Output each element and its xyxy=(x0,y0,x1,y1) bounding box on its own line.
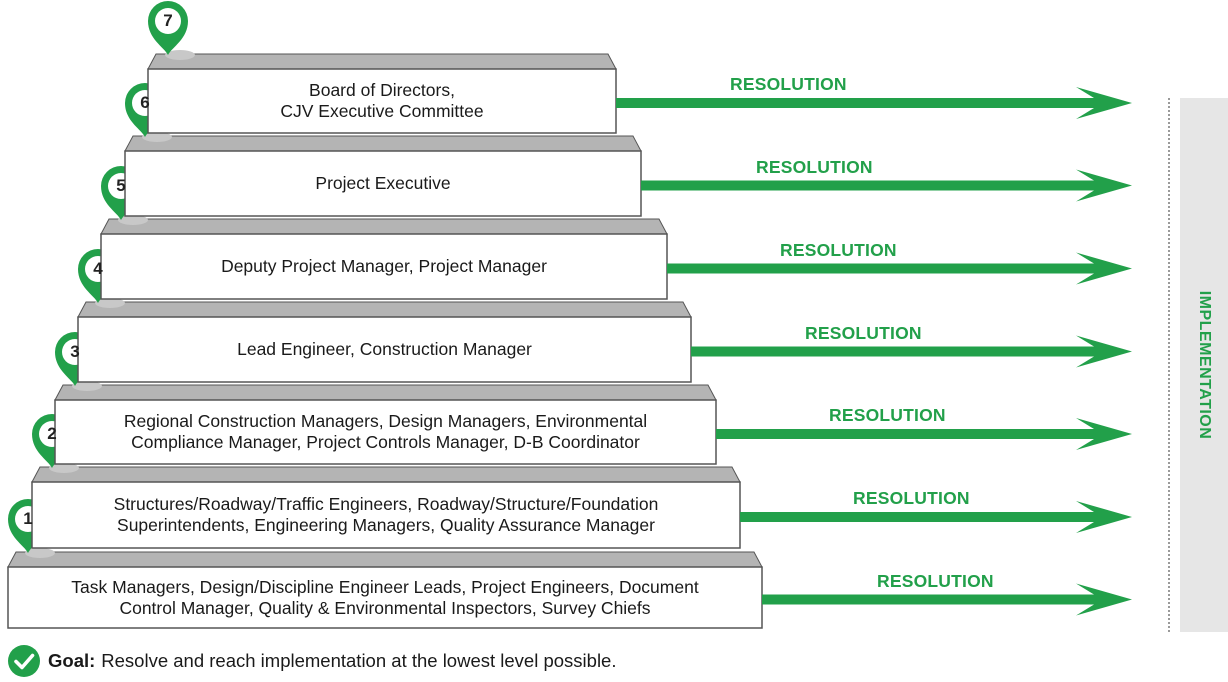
resolution-arrow-3 xyxy=(716,418,1132,450)
step-number-1: 1 xyxy=(23,509,33,528)
step-face-1 xyxy=(7,566,763,629)
pin-shadow-1 xyxy=(25,548,55,558)
step-label-6: Project Executive xyxy=(315,173,451,193)
step-top-2 xyxy=(31,466,741,483)
pin-shadow-2 xyxy=(49,463,79,473)
resolution-label-7: RESOLUTION xyxy=(730,74,847,94)
resolution-label-3: RESOLUTION xyxy=(829,405,946,425)
step-label-4: Lead Engineer, Construction Manager xyxy=(237,339,532,359)
step-face-3 xyxy=(54,399,717,465)
step-number-7: 7 xyxy=(163,11,173,30)
step-number-2: 2 xyxy=(47,424,57,443)
resolution-label-2: RESOLUTION xyxy=(853,488,970,508)
resolution-arrow-1 xyxy=(762,583,1132,616)
resolution-arrow-6 xyxy=(641,169,1132,202)
goal-text: Resolve and reach implementation at the … xyxy=(101,650,617,671)
resolution-arrow-4 xyxy=(691,335,1132,368)
step-top-7 xyxy=(147,53,617,70)
step-number-3: 3 xyxy=(70,342,80,361)
step-top-3 xyxy=(54,384,717,401)
implementation-label: IMPLEMENTATION xyxy=(1196,290,1213,440)
pin-shadow-5 xyxy=(118,215,148,225)
step-top-4 xyxy=(77,301,692,318)
resolution-label-4: RESOLUTION xyxy=(805,322,922,343)
resolution-label-1: RESOLUTION xyxy=(877,570,994,591)
implementation-panel: IMPLEMENTATION xyxy=(1180,98,1228,632)
pin-shadow-4 xyxy=(95,298,125,308)
pin-center-7 xyxy=(155,8,181,34)
step-label-5: Deputy Project Manager, Project Manager xyxy=(221,256,547,276)
resolution-label-6: RESOLUTION xyxy=(756,156,873,177)
step-label-3: Regional Construction Managers, Design M… xyxy=(123,411,648,452)
step-top-5 xyxy=(100,218,668,235)
step-number-4: 4 xyxy=(93,259,103,278)
step-face-5 xyxy=(100,233,668,300)
pin-shadow-6 xyxy=(142,132,172,142)
step-top-6 xyxy=(124,135,642,152)
resolution-arrow-2 xyxy=(740,501,1132,533)
step-face-7 xyxy=(147,68,617,134)
step-number-5: 5 xyxy=(116,176,126,195)
step-face-6 xyxy=(124,150,642,217)
step-face-4 xyxy=(77,316,692,383)
resolution-arrow-7 xyxy=(616,87,1132,119)
implementation-divider xyxy=(1168,98,1170,632)
resolution-label-5: RESOLUTION xyxy=(780,239,897,260)
step-number-6: 6 xyxy=(140,93,150,112)
step-face-2 xyxy=(31,481,741,549)
pin-shadow-3 xyxy=(72,381,102,391)
step-top-1 xyxy=(7,551,763,568)
checkmark-icon xyxy=(8,645,40,677)
pin-shadow-7 xyxy=(165,50,195,60)
step-label-1: Task Managers, Design/Discipline Enginee… xyxy=(71,576,699,618)
goal-statement: Goal: Resolve and reach implementation a… xyxy=(8,644,616,678)
step-label-7: Board of Directors, CJV Executive Commit… xyxy=(280,80,484,121)
step-label-2: Structures/Roadway/Traffic Engineers, Ro… xyxy=(113,494,659,535)
goal-label: Goal: xyxy=(48,650,96,671)
resolution-arrow-5 xyxy=(667,252,1132,285)
